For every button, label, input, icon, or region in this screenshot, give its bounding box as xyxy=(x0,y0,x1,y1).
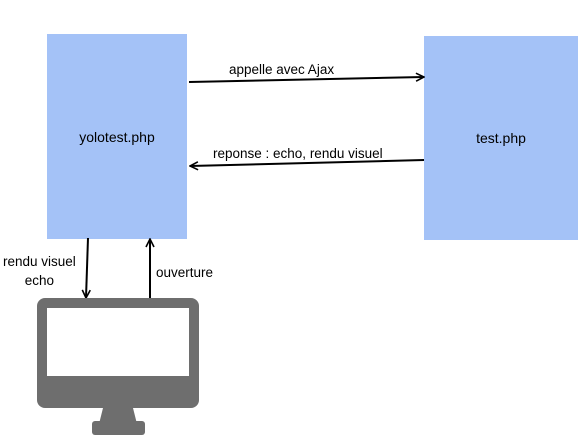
computer-monitor-icon xyxy=(37,298,199,435)
node-test: test.php xyxy=(424,36,578,240)
label-render-line1: rendu visuel xyxy=(3,254,76,269)
label-opening: ouverture xyxy=(156,265,214,280)
node-yolotest-label: yolotest.php xyxy=(79,128,155,145)
arrow-ajax-call xyxy=(188,77,424,83)
label-response: reponse : echo, rendu visuel xyxy=(213,146,383,161)
arrow-render xyxy=(86,237,88,298)
label-render-line2: echo xyxy=(24,273,55,288)
node-yolotest: yolotest.php xyxy=(47,34,187,239)
label-ajax-call: appelle avec Ajax xyxy=(229,62,335,77)
node-test-label: test.php xyxy=(476,130,526,146)
arrow-response xyxy=(190,159,425,166)
label-render: rendu visuel echo xyxy=(3,252,76,290)
